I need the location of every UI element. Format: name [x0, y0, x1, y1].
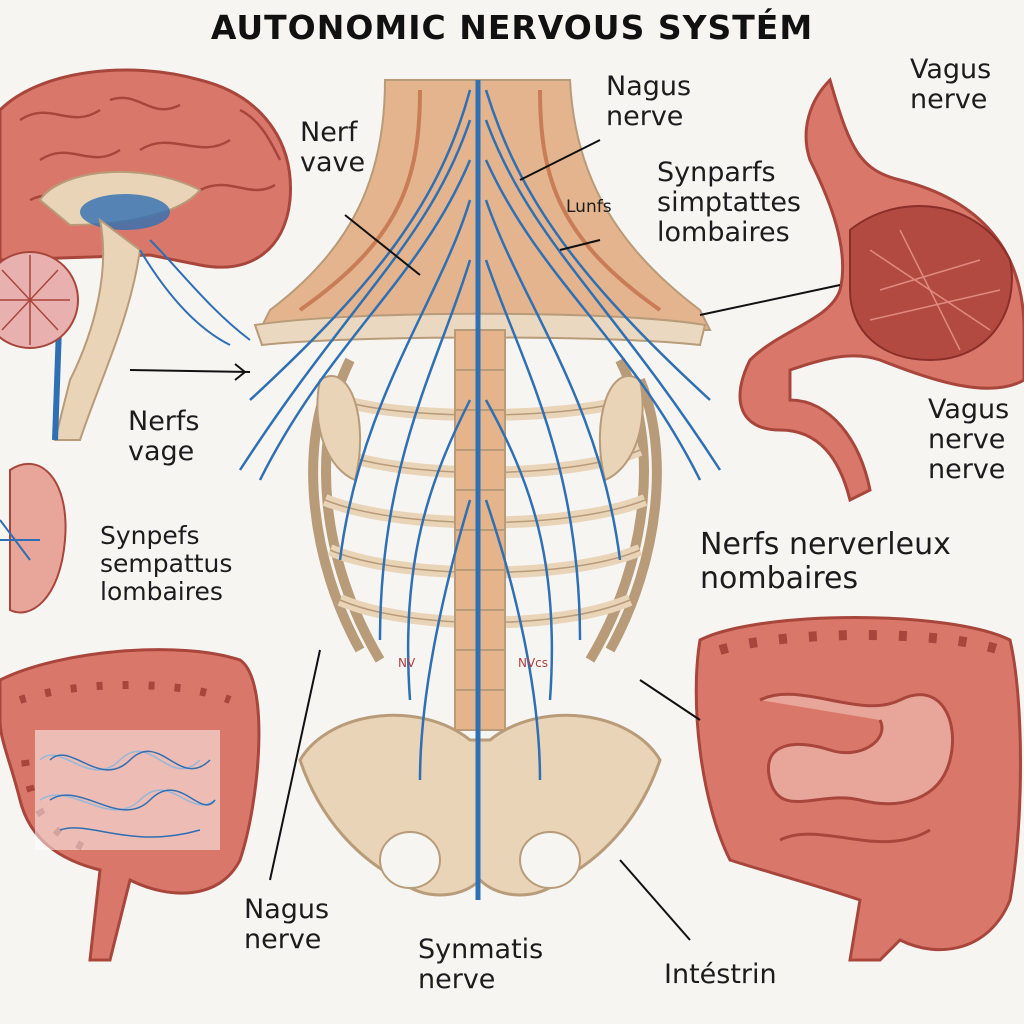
- intestines-right: [694, 616, 1022, 962]
- label-nv-left: NV: [398, 656, 416, 670]
- leader-lines: [129, 139, 841, 941]
- label-synparfs: Synparfs simptattes lombaires: [657, 157, 801, 249]
- label-vagus-nerve-top: Vagus nerve: [910, 54, 992, 116]
- label-synmatis-nerve: Synmatis nerve: [418, 934, 544, 996]
- brain-illustration: [0, 68, 292, 441]
- diagram-title: AUTONOMIC NERVOUS SYSTÉM: [210, 8, 814, 47]
- label-nagus-nerve-top: Nagus nerve: [606, 71, 692, 133]
- spine-torso-illustration: [238, 79, 722, 900]
- label-vagus-nerve-right: Vagus nerve nerve: [928, 394, 1010, 486]
- label-nv-right: NVcs: [518, 656, 549, 670]
- label-synpefs-left: Synpefs sempattus lombaires: [100, 521, 233, 606]
- large-intestine-left: [0, 648, 261, 962]
- label-nerfs-nerverleux: Nerfs nerverleux nombaires: [700, 527, 951, 596]
- label-nerfs-vage: Nerfs vage: [128, 406, 200, 468]
- label-nagus-nerve-bottom: Nagus nerve: [244, 894, 330, 956]
- stomach-illustration: [738, 77, 1024, 503]
- kidney-illustration: [0, 463, 67, 614]
- label-lunfs: Lunfs: [566, 197, 612, 217]
- label-nerf-vave: Nerf vave: [300, 117, 366, 179]
- label-intestrin: Intéstrin: [664, 959, 777, 990]
